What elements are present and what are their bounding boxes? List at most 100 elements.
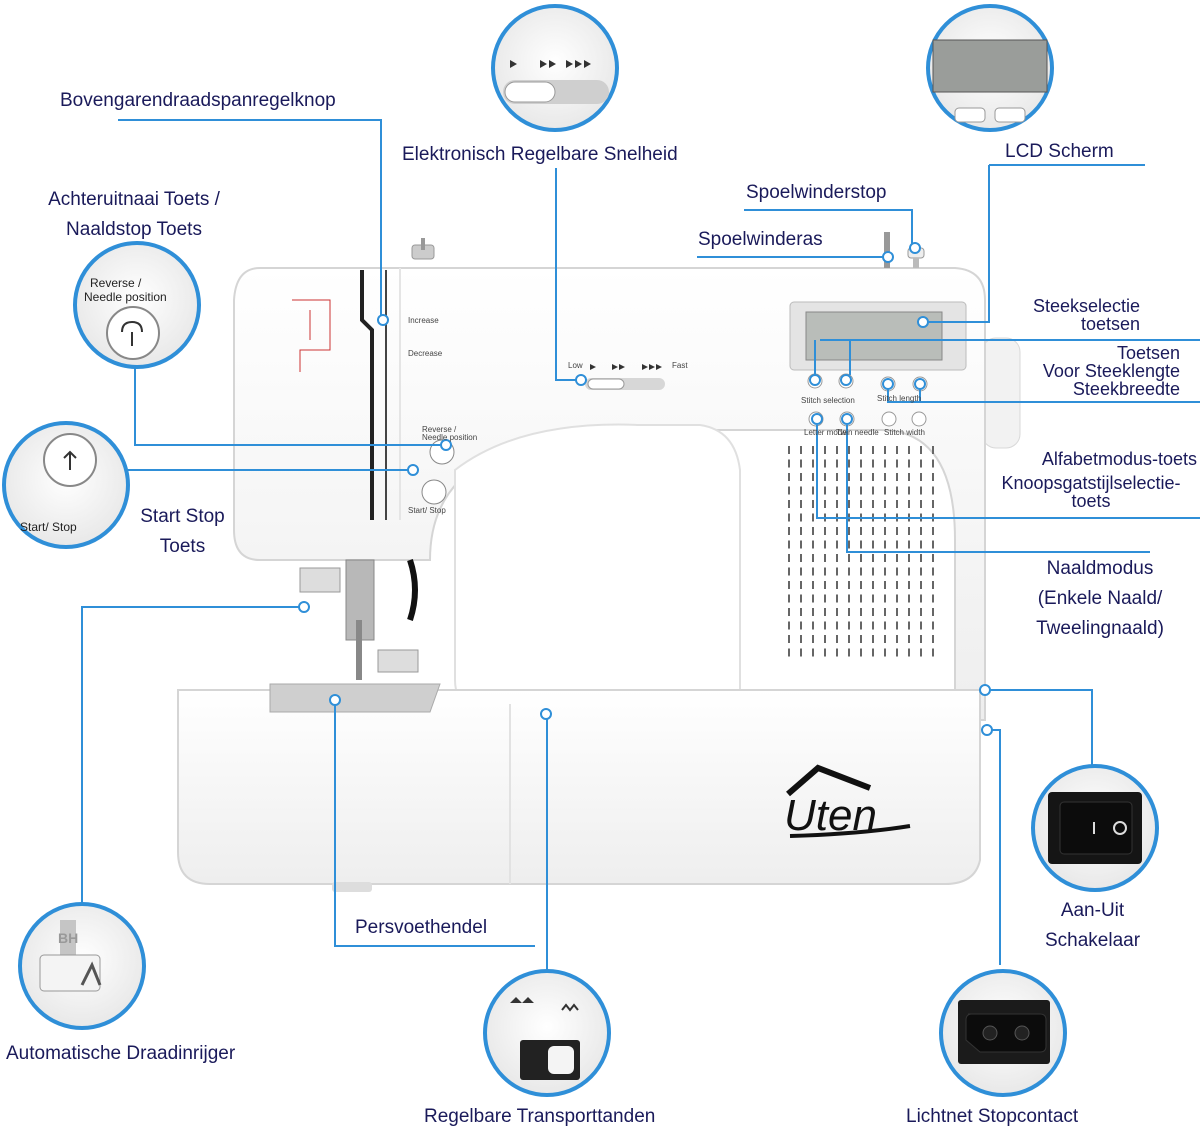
stitch-pattern-mark bbox=[836, 594, 838, 603]
twin-needle-label: Twin needle bbox=[836, 428, 879, 437]
stitch-pattern-mark bbox=[896, 540, 898, 549]
label-buttonhole-line2: toets bbox=[1071, 491, 1111, 511]
stitch-pattern-mark bbox=[860, 621, 862, 630]
stitch-pattern-mark bbox=[884, 567, 886, 576]
stitch-width-label: Stitch width bbox=[884, 428, 925, 437]
stitch-pattern-mark bbox=[896, 594, 898, 603]
label-buttonhole-line1: Knoopsgatstijlselectie- bbox=[1001, 473, 1181, 493]
stitch-pattern-mark bbox=[824, 459, 826, 468]
stitch-pattern-mark bbox=[836, 473, 838, 481]
zoom-start-stop bbox=[2, 421, 130, 549]
stitch-pattern-mark bbox=[884, 621, 886, 630]
stitch-pattern-mark bbox=[908, 648, 910, 657]
stitch-pattern-mark bbox=[788, 473, 790, 481]
stitch-pattern-mark bbox=[812, 527, 814, 535]
stitch-pattern-mark bbox=[788, 527, 790, 535]
stitch-pattern-mark bbox=[884, 486, 886, 495]
zoom-presser-code: BH bbox=[58, 930, 79, 946]
stitch-pattern-mark bbox=[896, 567, 898, 576]
stitch-pattern-mark bbox=[884, 540, 886, 549]
stitch-pattern-mark bbox=[920, 581, 922, 589]
start-stop-label: Start/ Stop bbox=[408, 506, 446, 515]
stitch-pattern-mark bbox=[908, 594, 910, 603]
stitch-pattern-mark bbox=[884, 648, 886, 657]
stitch-pattern-mark bbox=[884, 500, 886, 508]
stitch-pattern-mark bbox=[872, 540, 874, 549]
stitch-pattern-mark bbox=[884, 594, 886, 603]
stitch-pattern-mark bbox=[860, 567, 862, 576]
stitch-pattern-mark bbox=[860, 446, 862, 454]
stitch-pattern-mark bbox=[932, 446, 934, 454]
stitch-pattern-mark bbox=[812, 581, 814, 589]
stitch-pattern-mark bbox=[836, 567, 838, 576]
stitch-pattern-mark bbox=[812, 486, 814, 495]
sewing-machine: Uten bbox=[177, 232, 1021, 892]
stitch-pattern-mark bbox=[788, 608, 790, 616]
stitch-pattern-mark bbox=[884, 446, 886, 454]
stitch-pattern-mark bbox=[812, 635, 814, 643]
label-bobbin-stop: Spoelwinderstop bbox=[746, 182, 887, 203]
stitch-pattern-mark bbox=[896, 446, 898, 454]
stitch-pattern-mark bbox=[872, 608, 874, 616]
stitch-pattern-mark bbox=[884, 635, 886, 643]
reverse-label-line1: Reverse / bbox=[422, 425, 457, 434]
stitch-pattern-mark bbox=[896, 527, 898, 535]
stitch-pattern-mark bbox=[848, 554, 850, 562]
label-start-stop: Start Stop Toets bbox=[120, 502, 245, 562]
stitch-pattern-mark bbox=[836, 648, 838, 657]
stitch-pattern-mark bbox=[800, 621, 802, 630]
zoom-feed-dogs bbox=[483, 969, 611, 1097]
stitch-pattern-mark bbox=[932, 500, 934, 508]
label-reverse-line2: Naaldstop Toets bbox=[66, 219, 202, 240]
stitch-pattern-mark bbox=[896, 554, 898, 562]
stitch-pattern-mark bbox=[800, 554, 802, 562]
stitch-pattern-mark bbox=[860, 635, 862, 643]
stitch-pattern-mark bbox=[908, 473, 910, 481]
stitch-pattern-mark bbox=[824, 473, 826, 481]
stitch-pattern-mark bbox=[860, 459, 862, 468]
stitch-pattern-mark bbox=[848, 486, 850, 495]
stitch-pattern-mark bbox=[788, 446, 790, 454]
stitch-pattern-mark bbox=[872, 500, 874, 508]
stitch-pattern-mark bbox=[836, 527, 838, 535]
stitch-pattern-mark bbox=[800, 446, 802, 454]
stitch-pattern-mark bbox=[824, 540, 826, 549]
stitch-pattern-mark bbox=[896, 459, 898, 468]
label-feed-dogs: Regelbare Transporttanden bbox=[424, 1106, 656, 1127]
callout-markers bbox=[298, 242, 993, 736]
label-needle-mode-line3: Tweelingnaald) bbox=[1036, 618, 1164, 639]
stitch-pattern-mark bbox=[836, 621, 838, 630]
stitch-pattern-mark bbox=[860, 594, 862, 603]
stitch-pattern-mark bbox=[848, 567, 850, 576]
stitch-pattern-mark bbox=[824, 581, 826, 589]
stitch-pattern-mark bbox=[824, 648, 826, 657]
label-buttonhole: Knoopsgatstijlselectie- toets bbox=[982, 474, 1200, 510]
stitch-pattern-mark bbox=[788, 594, 790, 603]
stitch-pattern-mark bbox=[824, 635, 826, 643]
stitch-pattern-mark bbox=[908, 621, 910, 630]
speed-low-label: Low bbox=[568, 361, 583, 370]
stitch-pattern-mark bbox=[920, 486, 922, 495]
speed-fast-label: Fast bbox=[672, 361, 688, 370]
stitch-pattern-mark bbox=[800, 648, 802, 657]
stitch-pattern-mark bbox=[932, 608, 934, 616]
stitch-pattern-mark bbox=[788, 540, 790, 549]
stitch-pattern-mark bbox=[836, 608, 838, 616]
stitch-pattern-mark bbox=[836, 540, 838, 549]
stitch-pattern-mark bbox=[812, 500, 814, 508]
stitch-pattern-mark bbox=[800, 513, 802, 522]
stitch-pattern-mark bbox=[908, 486, 910, 495]
stitch-pattern-mark bbox=[896, 486, 898, 495]
stitch-selection-label: Stitch selection bbox=[801, 396, 855, 405]
stitch-pattern-mark bbox=[932, 459, 934, 468]
reverse-label-line2: Needle position bbox=[422, 433, 478, 442]
stitch-pattern-mark bbox=[848, 635, 850, 643]
stitch-pattern-mark bbox=[932, 635, 934, 643]
stitch-pattern-mark bbox=[920, 473, 922, 481]
zoom-power-switch bbox=[1031, 764, 1159, 892]
stitch-pattern-mark bbox=[884, 581, 886, 589]
label-length-width-line1: Toetsen bbox=[1116, 343, 1180, 363]
stitch-pattern-mark bbox=[836, 459, 838, 468]
stitch-pattern-mark bbox=[848, 540, 850, 549]
